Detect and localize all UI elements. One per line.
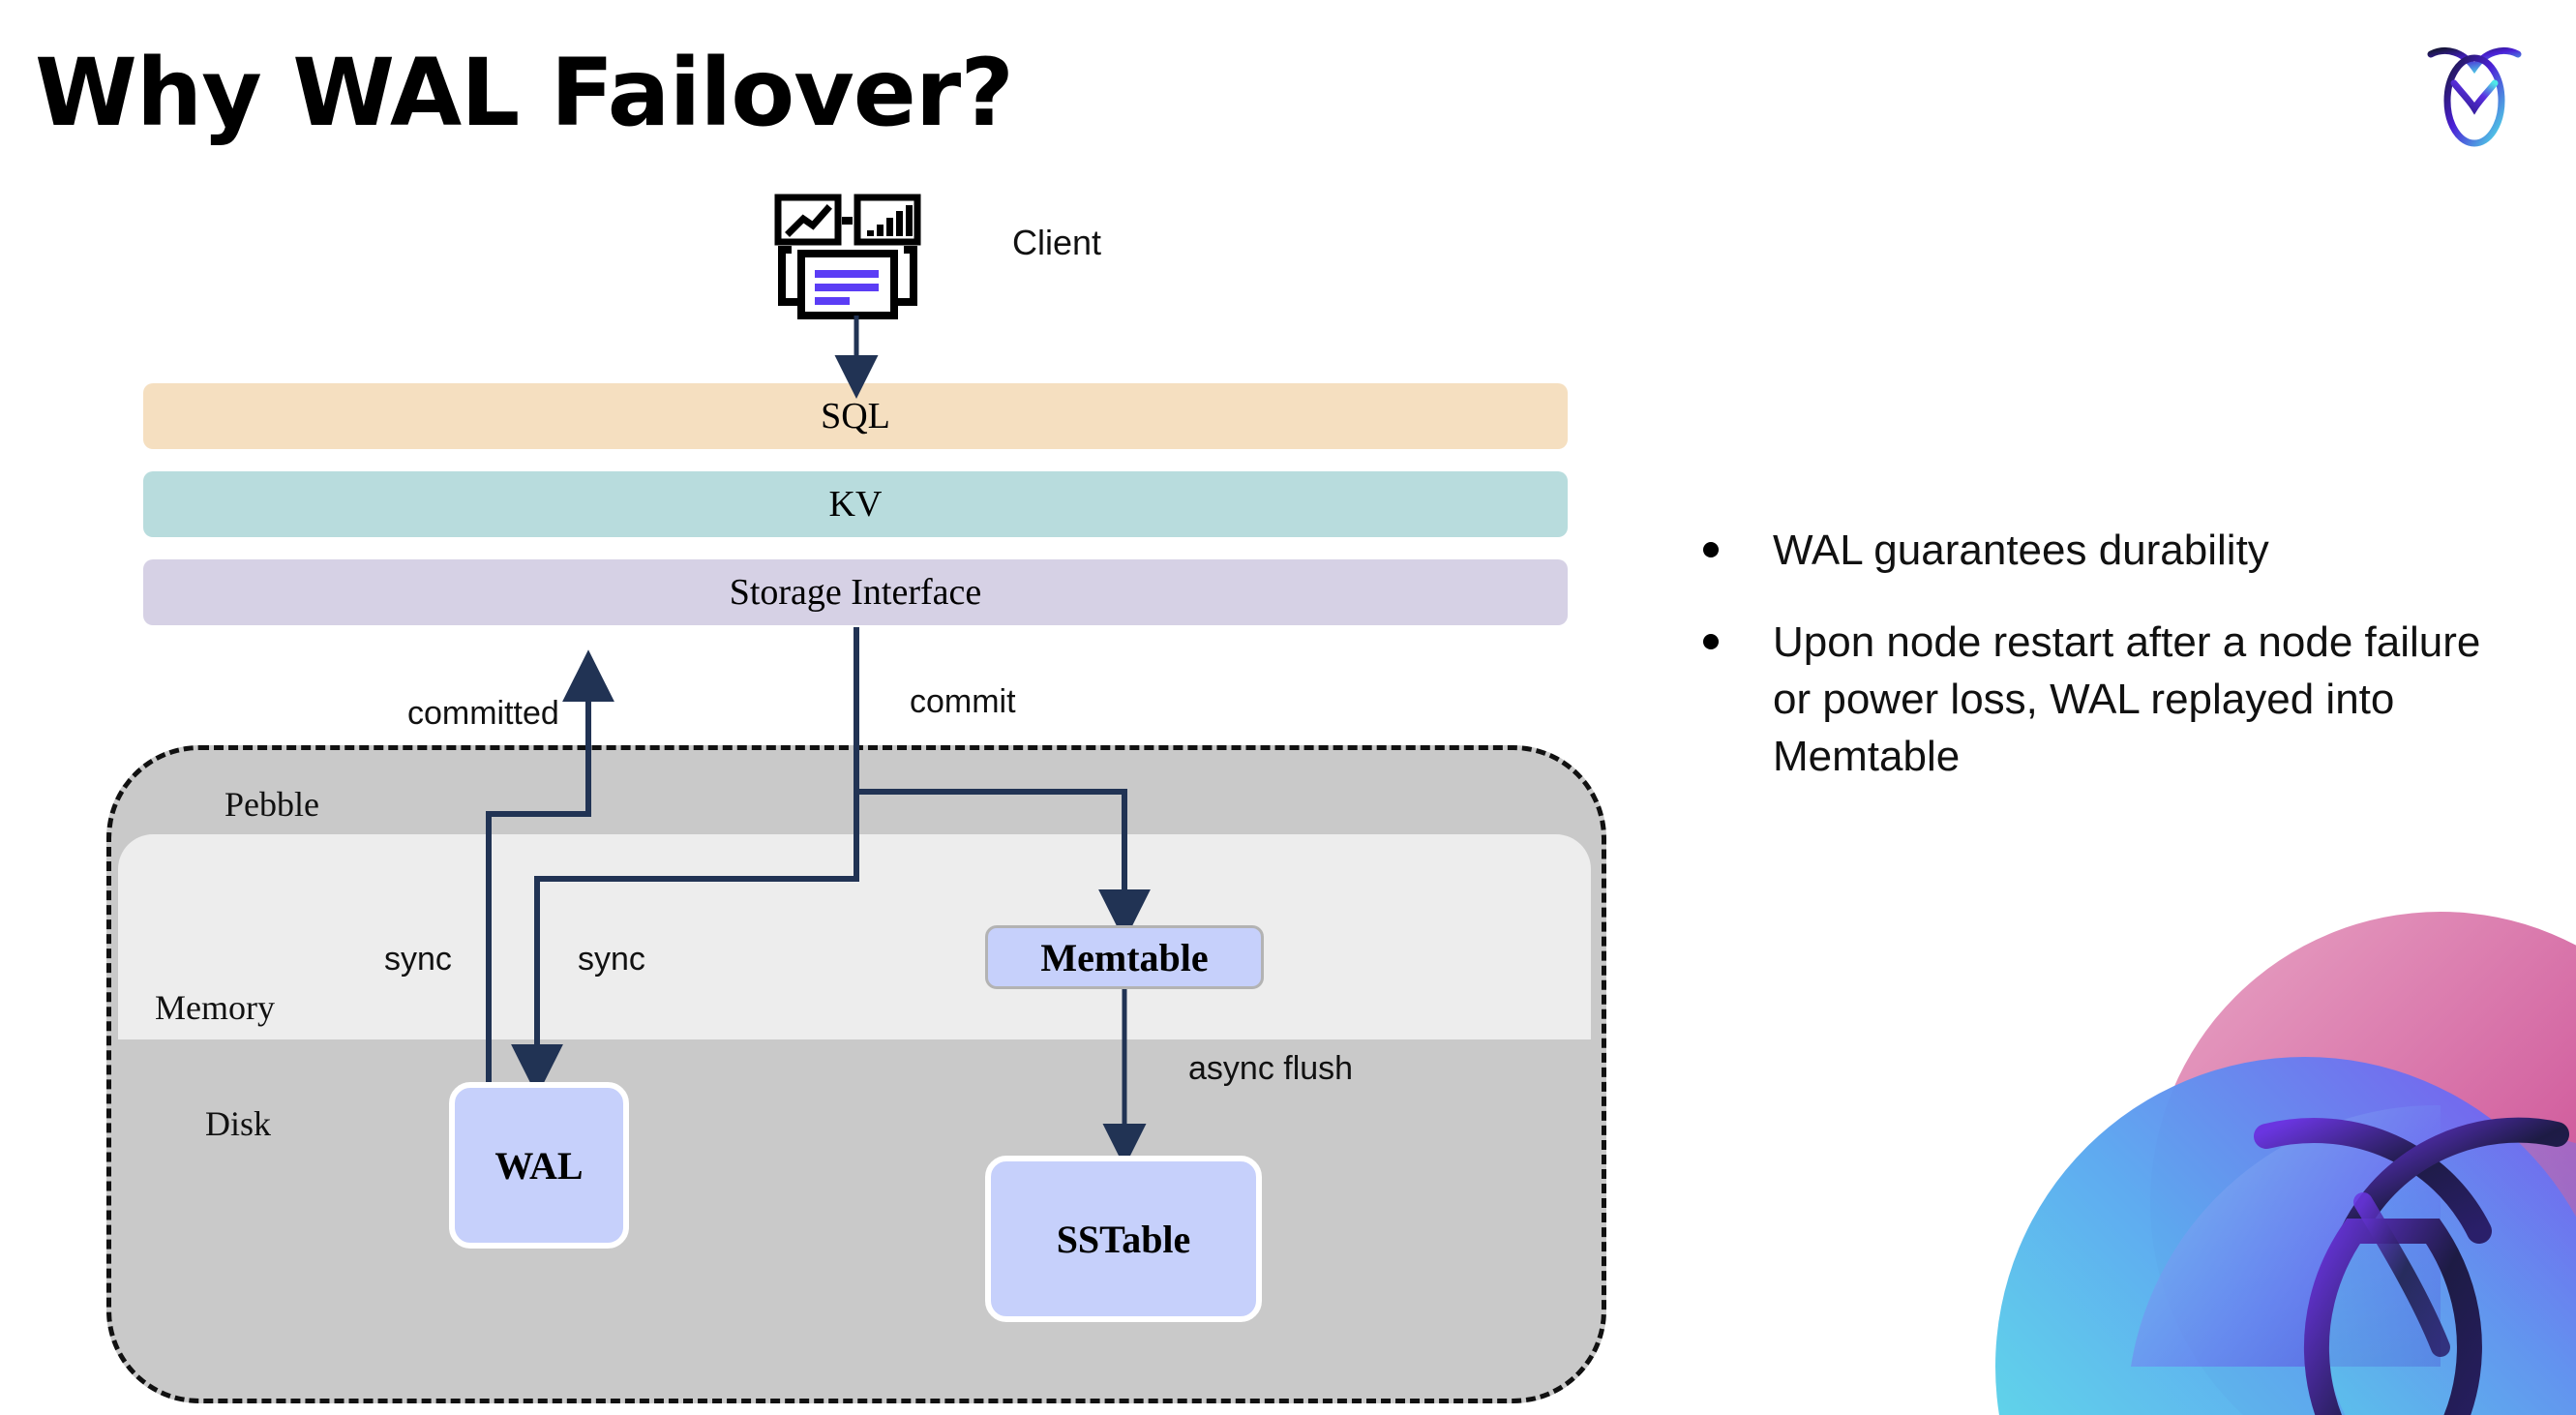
layer-bar-sql-label: SQL: [821, 396, 890, 437]
edge-label-committed: committed: [407, 695, 559, 732]
node-memtable-label: Memtable: [1040, 935, 1209, 979]
edge-label-commit: commit: [910, 683, 1016, 720]
bullet-dot-icon: [1703, 542, 1719, 557]
node-sstable: SSTable: [985, 1156, 1262, 1322]
pebble-label: Pebble: [225, 785, 319, 824]
diagram-arrows: [486, 316, 1151, 1168]
client-label: Client: [1012, 223, 1102, 262]
bullet-list: WAL guarantees durability Upon node rest…: [1703, 523, 2506, 821]
layer-bar-kv: KV: [143, 471, 1568, 537]
layer-bar-storage-interface-label: Storage Interface: [729, 572, 982, 613]
bullet-text: WAL guarantees durability: [1773, 527, 2269, 574]
client-monitor-icon: [774, 194, 929, 319]
list-item: Upon node restart after a node failure o…: [1703, 615, 2506, 786]
node-wal-label: WAL: [494, 1143, 584, 1188]
page-title: Why WAL Failover?: [35, 39, 1014, 147]
memory-label: Memory: [155, 988, 275, 1027]
node-wal: WAL: [449, 1082, 629, 1249]
edge-label-sync-left: sync: [384, 941, 452, 978]
edge-label-sync-right: sync: [578, 941, 645, 978]
disk-label: Disk: [205, 1104, 272, 1143]
bullet-dot-icon: [1703, 633, 1719, 649]
decorative-corner-graphic: [1937, 912, 2576, 1415]
node-memtable: Memtable: [985, 925, 1264, 989]
layer-bar-storage-interface: Storage Interface: [143, 559, 1568, 625]
bullet-text: Upon node restart after a node failure o…: [1773, 617, 2481, 780]
wal-architecture-diagram: Client SQL KV Storage Interface Pebble M…: [106, 194, 1606, 1403]
layer-bar-kv-label: KV: [828, 484, 883, 525]
list-item: WAL guarantees durability: [1703, 523, 2506, 580]
cockroachdb-logo: [2421, 33, 2528, 149]
node-sstable-label: SSTable: [1056, 1217, 1191, 1261]
edge-label-async-flush: async flush: [1188, 1050, 1354, 1087]
